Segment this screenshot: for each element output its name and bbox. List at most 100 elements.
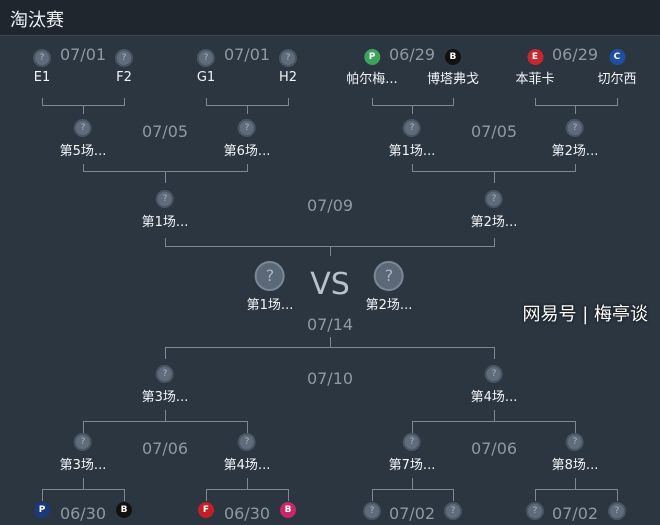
bracket-line xyxy=(575,478,576,490)
slot-label: 第1场... xyxy=(246,298,294,313)
bracket-slot[interactable]: ? 第6场... xyxy=(223,119,271,159)
match-date: 07/09 xyxy=(306,196,354,215)
bracket-slot[interactable]: ? 第3场... xyxy=(59,433,107,473)
bracket-slot[interactable]: ? xyxy=(444,502,462,520)
bracket-slot[interactable]: ?第4场... xyxy=(471,365,517,405)
slot-label: 第3场... xyxy=(141,390,189,405)
bracket-slot[interactable]: ?第5场... xyxy=(59,119,107,159)
bracket-slot[interactable]: ?F2 xyxy=(115,49,133,85)
bracket-line xyxy=(330,246,331,256)
bracket-slot[interactable]: ? 第1场... xyxy=(246,261,294,313)
match-date: 07/01 xyxy=(223,45,271,64)
bracket-slot[interactable]: F xyxy=(198,502,214,518)
question-icon: ? xyxy=(373,261,404,291)
question-icon: ? xyxy=(237,433,256,451)
benfica-crest-icon: E xyxy=(526,49,543,65)
bracket-slot[interactable]: ? xyxy=(608,502,626,520)
bracket-line xyxy=(412,105,413,114)
slot-label: 第2场... xyxy=(551,144,599,159)
botafogo-crest-icon: B xyxy=(116,502,132,518)
bracket-slot[interactable]: ? xyxy=(363,502,381,520)
bracket-line xyxy=(288,489,289,501)
question-icon: ? xyxy=(484,190,503,208)
slot-label: E1 xyxy=(33,70,51,85)
bracket-line xyxy=(83,164,84,172)
bracket-slot[interactable]: B xyxy=(116,502,132,518)
bracket-slot[interactable]: ? G1 xyxy=(197,49,215,85)
bracket-line xyxy=(124,98,125,106)
question-icon: ? xyxy=(33,49,51,67)
slot-label: 第5场... xyxy=(59,144,107,159)
bracket-line xyxy=(372,98,373,106)
match-date: 07/06 xyxy=(141,439,189,458)
bracket-line xyxy=(412,421,413,433)
question-icon: ? xyxy=(196,49,215,67)
question-icon: ? xyxy=(278,49,297,67)
slot-label: 第8场... xyxy=(551,458,599,473)
page-title: 淘汰赛 xyxy=(10,10,64,31)
bracket-line xyxy=(535,98,536,106)
question-icon: ? xyxy=(608,502,626,520)
question-icon: ? xyxy=(254,261,285,291)
bracket-slot[interactable]: ?H2 xyxy=(279,49,297,85)
bracket-slot[interactable]: ?第8场... xyxy=(551,433,599,473)
bracket-line xyxy=(494,238,495,247)
bayern-crest-icon: B xyxy=(280,502,296,518)
question-icon: ? xyxy=(402,433,421,451)
bracket-line xyxy=(206,489,289,490)
bracket-slot[interactable]: ? 第2场... xyxy=(470,190,518,230)
bracket-line xyxy=(412,478,413,490)
bracket-line xyxy=(494,347,495,359)
bracket-line xyxy=(42,98,43,106)
bracket-slot[interactable]: ? xyxy=(526,502,544,520)
bracket-line xyxy=(288,98,289,106)
bracket-line xyxy=(535,489,536,501)
bracket-line xyxy=(83,478,84,490)
bracket-line xyxy=(165,171,166,183)
slot-label: 切尔西 xyxy=(597,72,637,87)
bracket-slot[interactable]: ?第7场... xyxy=(389,433,435,473)
slot-label: 本菲卡 xyxy=(515,72,555,87)
bracket-slot[interactable]: B xyxy=(280,502,296,518)
bracket-line xyxy=(535,489,618,490)
bracket-slot[interactable]: E 本菲卡 xyxy=(515,49,555,87)
bracket-slot[interactable]: ?第1场... xyxy=(389,119,435,159)
slot-label: 第4场... xyxy=(223,458,271,473)
bracket-line xyxy=(412,164,413,172)
slot-label: 第1场... xyxy=(141,215,189,230)
bracket-line xyxy=(83,105,84,114)
palmeiras-crest-icon: P xyxy=(364,49,380,65)
slot-label: G1 xyxy=(196,70,216,85)
bracket-line xyxy=(247,105,248,114)
question-icon: ? xyxy=(237,119,256,137)
bracket-slot[interactable]: ? 第4场... xyxy=(223,433,271,473)
match-date: 07/01 xyxy=(59,45,107,64)
bracket-slot[interactable]: ? 第1场... xyxy=(141,190,189,230)
match-date: 07/10 xyxy=(306,369,354,388)
slot-label: 第2场... xyxy=(470,215,518,230)
bracket-line xyxy=(330,337,331,347)
bracket-slot[interactable]: ?第3场... xyxy=(141,365,189,405)
question-icon: ? xyxy=(155,190,174,208)
bracket-slot[interactable]: ?第2场... xyxy=(551,119,599,159)
bracket-line xyxy=(42,489,125,490)
bracket-slot[interactable]: ?第2场... xyxy=(366,261,412,313)
bracket-slot[interactable]: P xyxy=(34,502,50,518)
bracket-line xyxy=(165,347,166,359)
slot-label: 第6场... xyxy=(223,144,271,159)
match-date: 07/02 xyxy=(551,504,599,523)
bracket-slot[interactable]: ? E1 xyxy=(33,49,51,85)
question-icon: ? xyxy=(73,433,92,451)
bracket-line xyxy=(453,489,454,501)
bracket-line xyxy=(617,489,618,501)
bracket-line xyxy=(575,421,576,433)
bracket-line xyxy=(372,489,454,490)
botafogo-crest-icon: B xyxy=(444,49,461,65)
slot-label: 第3场... xyxy=(59,458,107,473)
bracket-line xyxy=(575,164,576,172)
watermark: 网易号 | 梅亭谈 xyxy=(522,304,648,325)
